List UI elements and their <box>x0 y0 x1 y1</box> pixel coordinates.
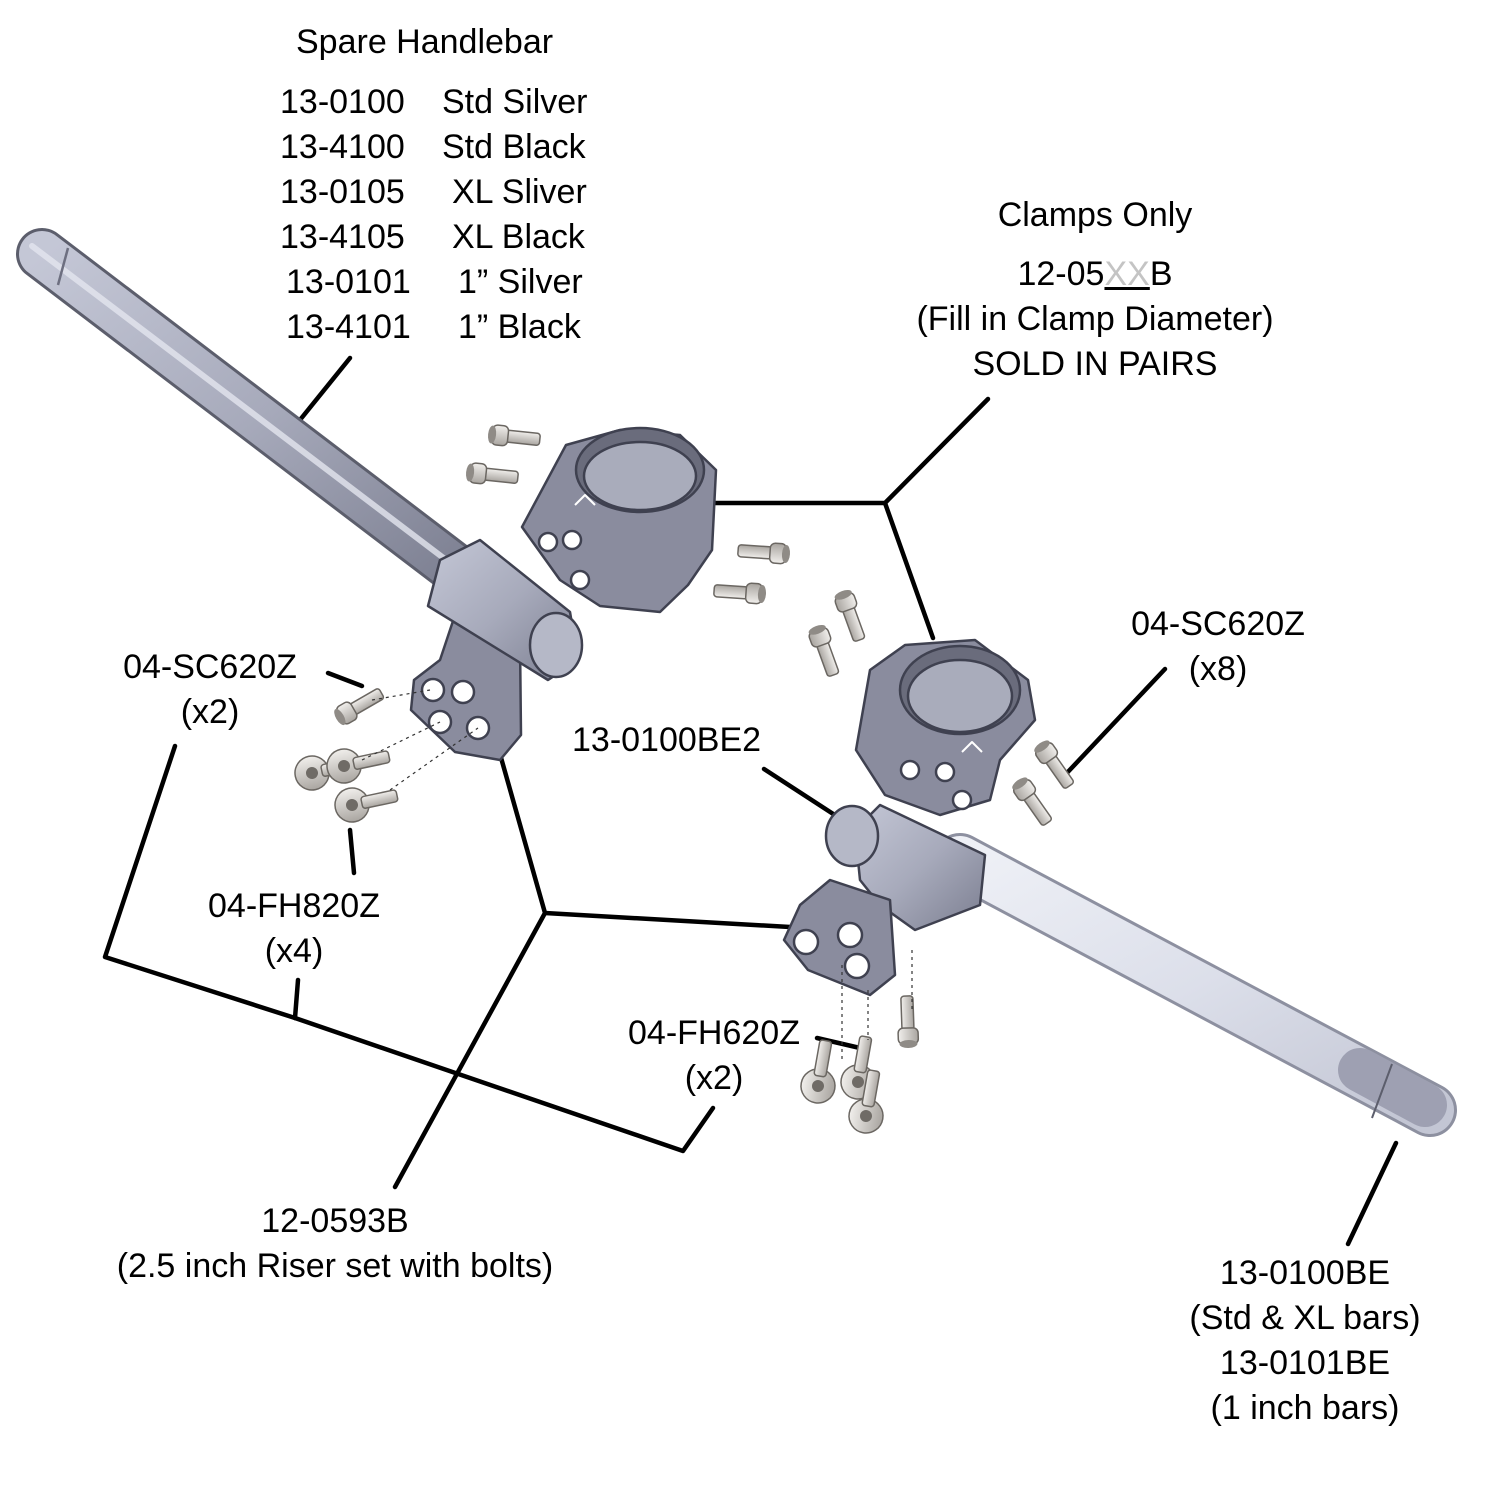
assembly-guides <box>361 689 913 1060</box>
leader-lines <box>102 355 1399 1247</box>
clamps-sold-in-pairs: SOLD IN PAIRS <box>972 345 1218 383</box>
bar-end-label: 13-0100BE (Std & XL bars) 13-0101BE (1 i… <box>1189 1254 1421 1427</box>
left-handlebar <box>16 228 496 606</box>
spare-handlebar-title: Spare Handlebar <box>296 23 554 61</box>
fh620z-label: 04-FH620Z (x2) <box>628 1014 800 1097</box>
clamps-part-number: 12-05XXB <box>1017 255 1173 293</box>
clamps-only-block: Clamps Only 12-05XXB (Fill in Clamp Diam… <box>890 193 1300 387</box>
be2-label: 13-0100BE2 <box>572 721 762 759</box>
clamp-upper <box>520 426 718 614</box>
clamps-only-title: Clamps Only <box>997 196 1193 234</box>
right-riser <box>782 803 987 997</box>
right-handlebar <box>933 833 1457 1137</box>
riser-label: 12-0593B (2.5 inch Riser set with bolts) <box>116 1202 554 1285</box>
sc620z-right-label: 04-SC620Z (x8) <box>1131 605 1305 688</box>
fh820z-label: 04-FH820Z (x4) <box>208 887 380 970</box>
sc620z-left-label: 04-SC620Z (x2) <box>123 648 297 731</box>
left-riser <box>409 538 584 762</box>
clamp-lower <box>854 638 1037 817</box>
clamps-note: (Fill in Clamp Diameter) <box>916 300 1274 338</box>
